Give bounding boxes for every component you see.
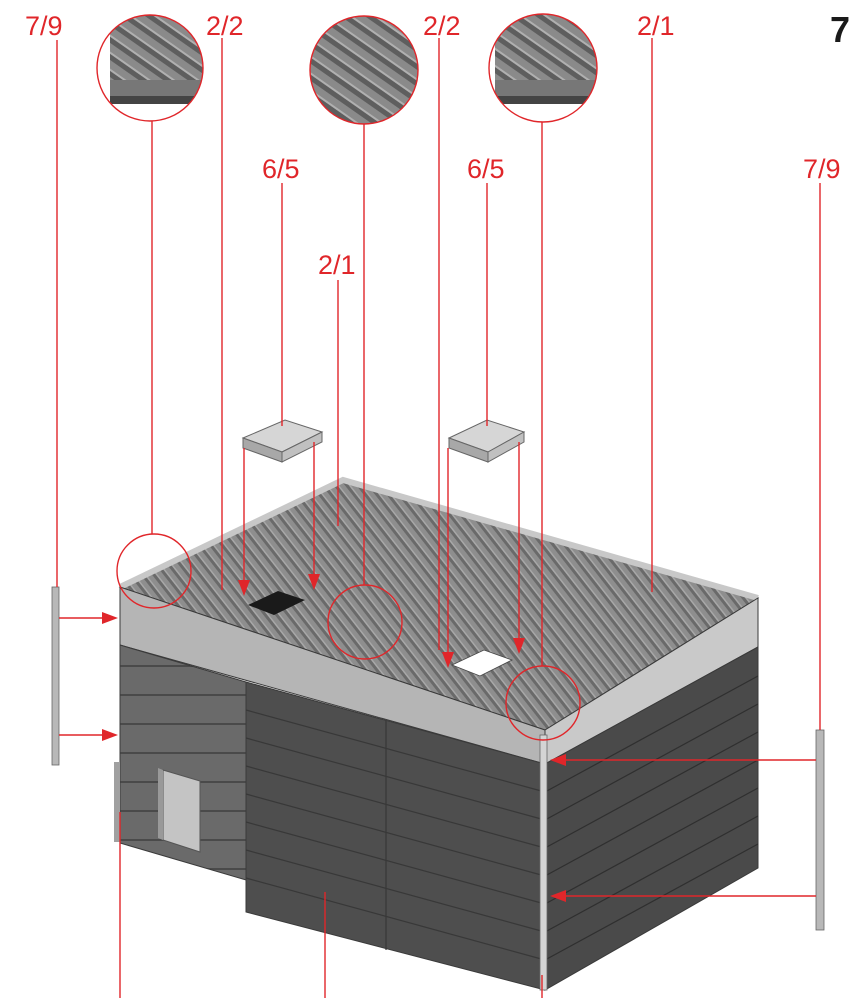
step-number: 7 bbox=[830, 9, 850, 50]
callout-right-post: 7/9 bbox=[803, 154, 841, 184]
arrowheads bbox=[102, 574, 566, 902]
callout-roof-top-center: 2/1 bbox=[318, 250, 356, 280]
callout-roof-top-right: 2/1 bbox=[637, 11, 675, 41]
post-annex bbox=[114, 762, 120, 842]
callout-skylight-left: 6/5 bbox=[262, 154, 300, 184]
zoom-detail-right bbox=[488, 13, 598, 123]
roof-back-edge bbox=[118, 476, 759, 601]
zoom-detail-left bbox=[96, 14, 204, 122]
side-wall-panel-lines bbox=[544, 675, 759, 961]
corner-post bbox=[539, 734, 548, 991]
wall-panel-lines bbox=[245, 709, 546, 961]
skylight-opening-right bbox=[450, 649, 514, 677]
door bbox=[162, 769, 201, 853]
detail-target-right bbox=[505, 665, 581, 741]
callout-roof-edge-left: 2/2 bbox=[206, 11, 244, 41]
post-left bbox=[51, 586, 60, 766]
zoom-detail-center bbox=[309, 15, 419, 125]
callout-left-post: 7/9 bbox=[25, 11, 63, 41]
building bbox=[115, 476, 760, 991]
callout-skylight-right: 6/5 bbox=[467, 154, 505, 184]
detail-target-center bbox=[327, 584, 403, 660]
detail-target-left bbox=[116, 533, 192, 609]
leader-lines bbox=[56, 38, 821, 998]
skylight-part-left bbox=[241, 419, 324, 463]
door-frame bbox=[158, 768, 163, 840]
skylight-part-right bbox=[447, 419, 526, 463]
post-right bbox=[815, 729, 825, 931]
skylight-opening-left bbox=[248, 591, 305, 615]
callout-roof-edge-center: 2/2 bbox=[423, 11, 461, 41]
